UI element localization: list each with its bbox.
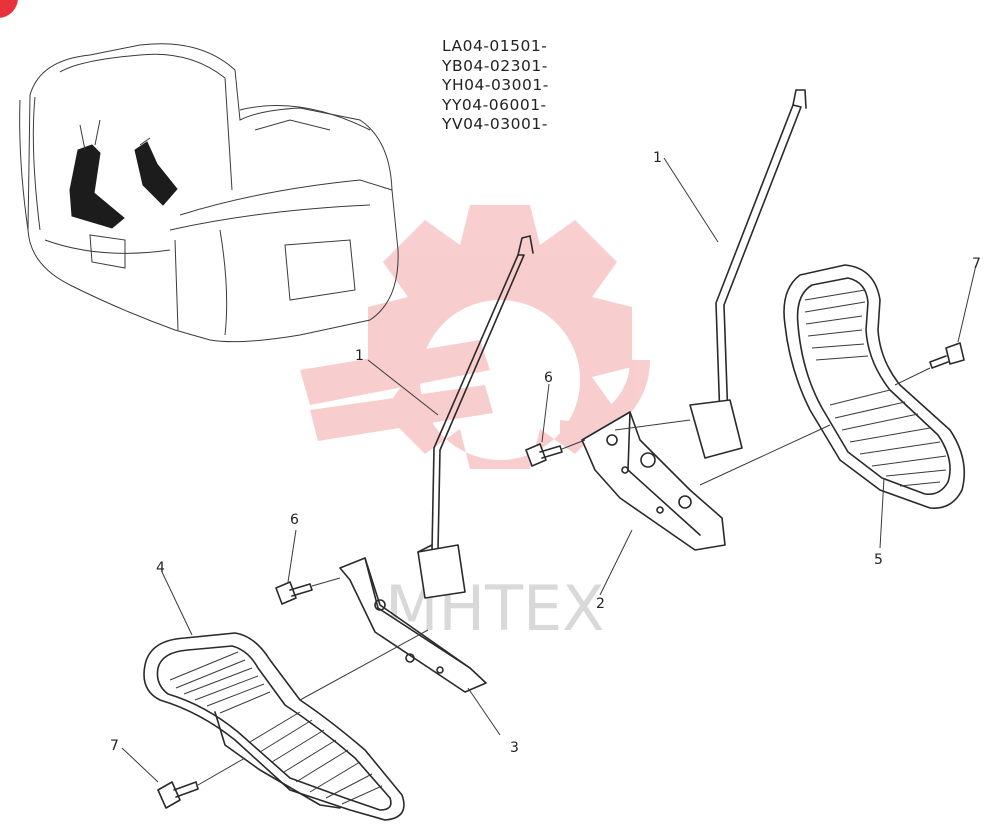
bracket-left [339,557,487,693]
callout-screw-right: 7 [972,256,981,272]
assembly-lines [197,367,931,786]
screw-right [929,342,965,369]
pedal-right [783,264,966,509]
bracket-right [581,411,726,551]
rod-right [689,89,807,459]
machine-cab-illustration [19,43,399,343]
serial-number: YB04-02301- [442,56,548,75]
pedal-left [143,632,405,821]
serial-number: YH04-03001- [442,76,549,94]
corner-badge [0,0,18,18]
callout-pedal-left: 4 [156,560,165,576]
rod-left [417,235,534,599]
screw-left [157,781,199,809]
callout-bolt-left: 6 [290,512,299,528]
serial-number: YV04-03001- [442,115,548,133]
callout-rod-right: 1 [653,150,662,166]
callout-rod-left: 1 [355,348,364,364]
leader-lines [121,157,977,783]
watermark-text: MHTEX [385,572,605,645]
callout-pedal-right: 5 [874,552,883,568]
serial-number: LA04-01501- [442,37,548,55]
callout-bolt-right: 6 [544,370,553,386]
bolt-right [525,443,563,467]
serial-number: YY04-06001- [442,95,547,114]
callout-bracket-left: 3 [510,740,519,756]
bolt-left [275,581,313,605]
callout-screw-left: 7 [110,738,119,754]
callout-bracket-right: 2 [596,596,605,612]
serial-number-list: LA04-01501- YB04-02301- YH04-03001- YY04… [442,37,549,135]
watermark-gear-icon [300,205,651,469]
